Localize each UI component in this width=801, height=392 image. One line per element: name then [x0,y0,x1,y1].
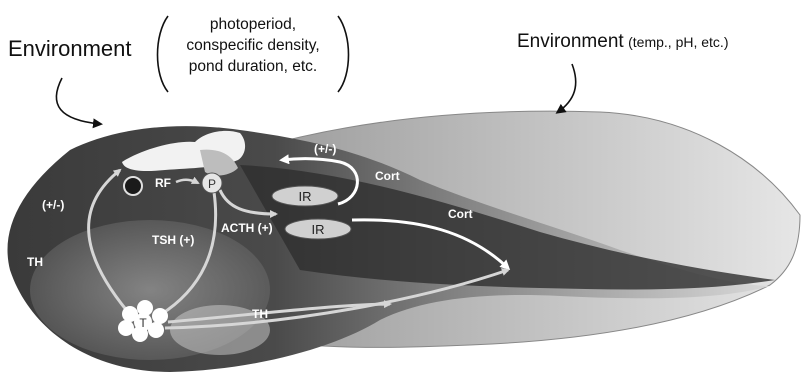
tadpole-eye [124,177,142,195]
th-bottom-label: TH [252,307,268,321]
pituitary-label: P [208,177,216,191]
cort-lower-label: Cort [448,207,473,221]
acth-label: ACTH (+) [221,221,273,235]
thyroid-label: T [139,316,147,330]
feedback-right-label: (+/-) [314,142,336,156]
factor-density: conspecific density, [165,35,341,56]
interrenal-upper-label: IR [299,189,312,204]
factor-photoperiod: photoperiod, [165,14,341,35]
interrenal-lower-label: IR [312,222,325,237]
factor-pond-duration: pond duration, etc. [165,56,341,77]
environment-left-label: Environment [8,36,132,62]
env-left-arrow [56,78,100,124]
environment-right-title: Environment [517,31,624,52]
rf-label: RF [155,176,171,190]
tsh-label: TSH (+) [152,233,194,247]
environment-right-qualifier: (temp., pH, etc.) [628,34,728,50]
th-left-label: TH [27,255,43,269]
environment-right-label: Environment (temp., pH, etc.) [517,31,728,53]
cort-upper-label: Cort [375,169,400,183]
feedback-left-label: (+/-) [42,198,64,212]
environment-factors: photoperiod, conspecific density, pond d… [165,14,341,77]
env-right-arrow [558,64,576,112]
